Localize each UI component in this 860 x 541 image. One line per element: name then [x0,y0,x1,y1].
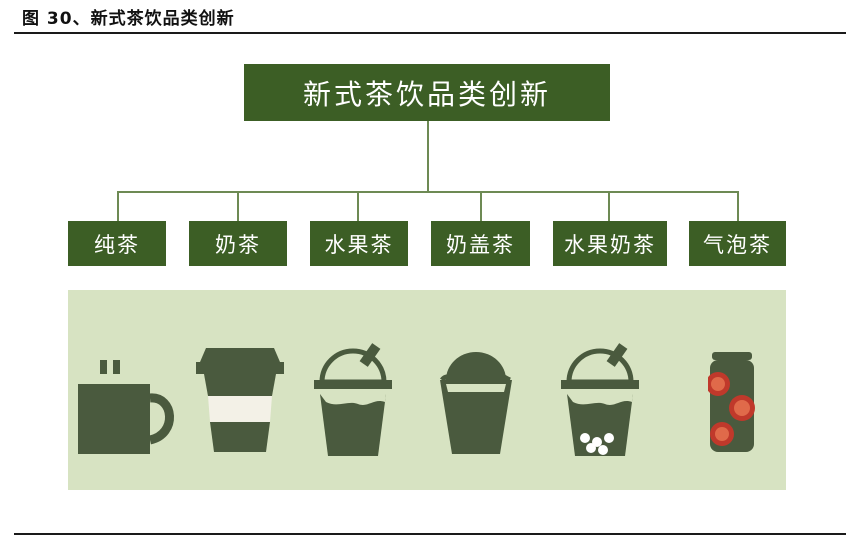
top-rule [14,32,846,34]
cheese-foam-tea-cup-icon [440,352,512,454]
branch-connector-1 [117,191,119,221]
boba-fruit-milk-tea-cup-icon [561,343,639,456]
horizontal-connector [117,191,739,193]
category-sparkling-tea: 气泡茶 [689,221,786,266]
milk-tea-cup-icon [196,348,284,452]
icon-panel [68,290,786,490]
category-cheese-foam-tea: 奶盖茶 [431,221,530,266]
figure-title: 图 30、新式茶饮品类创新 [22,9,235,29]
branch-connector-6 [737,191,739,221]
category-fruit-tea: 水果茶 [310,221,408,266]
branch-connector-3 [357,191,359,221]
root-connector [427,121,429,192]
branch-connector-2 [237,191,239,221]
root-node: 新式茶饮品类创新 [244,64,610,121]
category-fruit-milk-tea: 水果奶茶 [553,221,667,266]
fruit-tea-dome-cup-icon [314,343,392,456]
branch-connector-5 [608,191,610,221]
category-pure-tea: 纯茶 [68,221,166,266]
category-milk-tea: 奶茶 [189,221,287,266]
hot-tea-mug-icon [78,360,174,454]
bottom-rule [14,533,846,535]
sparkling-tea-can-icon [708,352,755,452]
branch-connector-4 [480,191,482,221]
